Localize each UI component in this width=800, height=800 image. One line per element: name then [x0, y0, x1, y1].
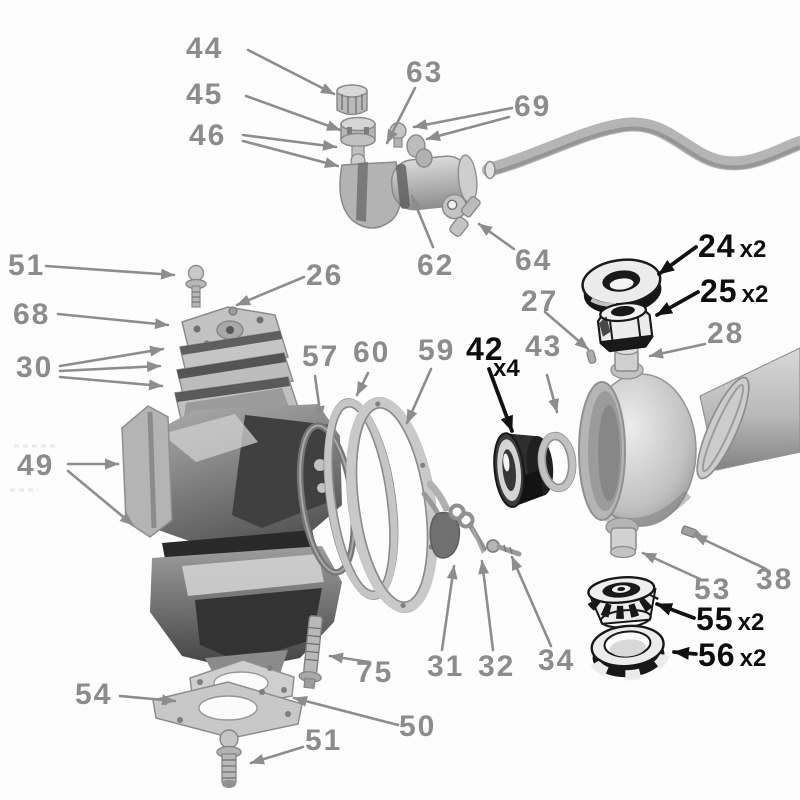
callout-75: 75 [356, 656, 394, 689]
callout-45: 45 [186, 78, 224, 111]
callout-57: 57 [302, 340, 340, 373]
callout-46: 46 [189, 119, 227, 152]
callout-38: 38 [756, 563, 794, 596]
callout-51-bottom: 51 [305, 724, 343, 757]
callout-27: 27 [521, 285, 559, 318]
callout-26: 26 [306, 259, 344, 292]
callout-34: 34 [538, 644, 576, 677]
callout-53: 53 [694, 573, 732, 606]
callout-59: 59 [418, 334, 456, 367]
callout-64: 64 [515, 244, 553, 277]
callout-62: 62 [417, 249, 455, 282]
callout-30: 30 [16, 351, 54, 384]
callout-44: 44 [186, 32, 224, 65]
callout-51-top: 51 [8, 249, 46, 282]
callout-63: 63 [406, 56, 444, 89]
callout-50: 50 [399, 710, 437, 743]
callout-69: 69 [514, 90, 552, 123]
callout-28: 28 [707, 317, 745, 350]
callout-68: 68 [13, 298, 51, 331]
callout-32: 32 [478, 650, 516, 683]
callout-43: 43 [525, 330, 563, 363]
callout-31: 31 [427, 650, 465, 683]
callout-49: 49 [17, 449, 55, 482]
callout-54: 54 [75, 678, 113, 711]
callout-60: 60 [353, 336, 391, 369]
